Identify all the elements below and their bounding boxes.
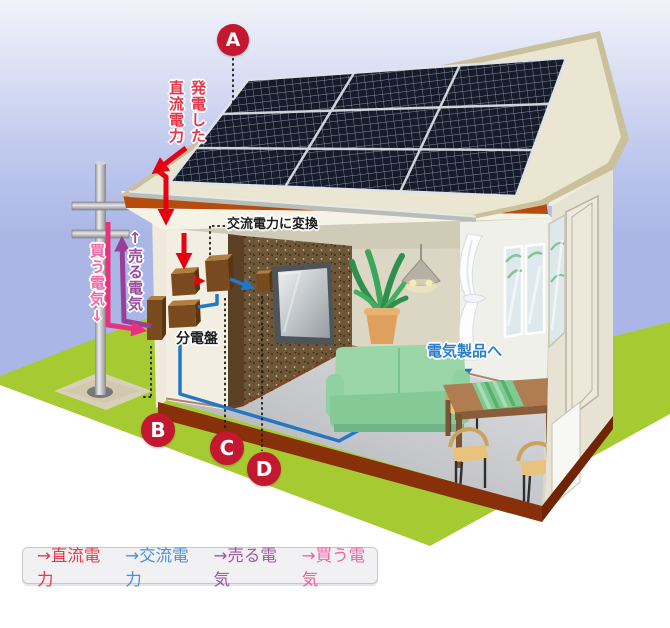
ceiling-lamp <box>401 244 441 293</box>
house <box>119 31 629 522</box>
buy-electricity-arrow <box>105 222 148 337</box>
label-generated-dc-line1: 発電した <box>189 80 207 144</box>
callout-d: D <box>247 452 281 486</box>
label-generated-dc-power: 発電した 直流電力 <box>165 80 210 176</box>
label-sell-electricity: ↑売る電気 <box>126 229 144 312</box>
callout-c: C <box>210 431 244 465</box>
label-buy-electricity: 買う電気↓ <box>88 243 106 326</box>
tv <box>272 262 334 345</box>
callout-leaders <box>143 58 263 451</box>
dining-chair <box>448 426 489 492</box>
windows <box>503 242 546 339</box>
callout-d-label: D <box>255 457 273 481</box>
callout-b: B <box>141 413 175 447</box>
utility-pole <box>54 161 152 410</box>
callout-c-label: C <box>219 436 235 460</box>
legend-item-buy: →買う電気 <box>301 545 366 589</box>
legend-item-sell: →売る電気 <box>213 545 277 589</box>
dc-power-arrows <box>151 146 206 287</box>
power-meter-box <box>147 296 166 340</box>
ac-power-arrows <box>197 277 255 309</box>
power-conditioner-box <box>205 254 235 292</box>
foundation <box>158 402 613 522</box>
legend-item-ac: →交流電力 <box>125 545 189 589</box>
wall-outlet-box <box>255 270 273 292</box>
label-generated-dc-line2: 直流電力 <box>167 80 185 144</box>
callout-a: A <box>217 24 249 56</box>
callout-a-label: A <box>225 29 241 51</box>
legend: →直流電力 →交流電力 →売る電気 →買う電気 <box>22 546 378 589</box>
distribution-board-box <box>168 299 201 328</box>
callout-b-label: B <box>150 418 166 442</box>
label-ac-conversion: 交流電力に変換 <box>227 217 319 232</box>
roof <box>119 31 629 222</box>
solar-panels <box>167 56 568 198</box>
legend-item-dc: →直流電力 <box>37 545 101 589</box>
label-distribution-board: 分電盤 <box>176 331 218 347</box>
glass-door <box>548 213 566 349</box>
label-to-appliances: 電気製品へ <box>427 342 503 360</box>
curtain <box>458 233 487 361</box>
interior <box>163 218 552 508</box>
